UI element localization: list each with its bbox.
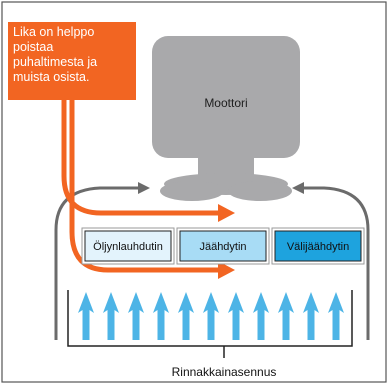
- engine-mount-left-lobe: [160, 181, 224, 201]
- dirt-flow-arrows: [61, 98, 235, 279]
- airflow-arrow-icon: [153, 292, 169, 340]
- airflow-arrow-icon: [278, 292, 294, 340]
- cooler-row: Öljynlauhdutin Jäähdytin Välijäähdytin: [81, 227, 365, 265]
- air-return-arrowhead-left-icon: [138, 182, 150, 194]
- dirt-flow-arrow-lower-icon: [69, 98, 220, 273]
- dirt-flow-arrowhead-upper-icon: [218, 204, 235, 222]
- airflow-arrows: [78, 292, 344, 340]
- cooler-oil-box: [84, 230, 172, 262]
- engine: Moottori: [152, 36, 300, 201]
- engine-body: [152, 36, 300, 158]
- airflow-arrow-icon: [228, 292, 244, 340]
- airflow-arrow-icon: [328, 292, 344, 340]
- air-return-arrow-right-icon: [302, 186, 370, 340]
- cooler-radiator: Jäähdytin: [176, 227, 270, 265]
- airflow-arrow-icon: [128, 292, 144, 340]
- cooler-intercooler-label: Välijäähdytin: [287, 241, 349, 253]
- air-return-arrowhead-right-icon: [292, 182, 304, 194]
- cooler-oil: Öljynlauhdutin: [81, 227, 175, 265]
- airflow-arrow-icon: [78, 292, 94, 340]
- cooler-radiator-box: [179, 230, 267, 262]
- airflow-arrow-icon: [303, 292, 319, 340]
- airflow-arrow-icon: [253, 292, 269, 340]
- callout-box: [8, 22, 136, 100]
- cooler-radiator-label: Jäähdytin: [199, 241, 246, 253]
- callout: Lika on helppo poistaa puhaltimesta ja m…: [8, 22, 136, 100]
- callout-line: poistaa: [13, 40, 53, 54]
- cooler-oil-label: Öljynlauhdutin: [93, 241, 163, 253]
- cooler-intercooler: Välijäähdytin: [271, 227, 365, 265]
- callout-line: puhaltimesta ja: [13, 55, 97, 69]
- diagram-caption: Rinnakkainasennus: [172, 365, 277, 379]
- dirt-flow-arrowhead-lower-icon: [218, 261, 235, 279]
- airflow-arrow-icon: [178, 292, 194, 340]
- engine-mount-right-lobe: [228, 181, 292, 201]
- callout-line: Lika on helppo: [13, 25, 94, 39]
- cooler-intercooler-box: [274, 230, 362, 262]
- airflow-arrow-icon: [103, 292, 119, 340]
- engine-label: Moottori: [204, 96, 247, 110]
- airflow-arrow-icon: [203, 292, 219, 340]
- callout-line: muista osista.: [13, 70, 89, 84]
- parallel-bracket: [67, 290, 353, 347]
